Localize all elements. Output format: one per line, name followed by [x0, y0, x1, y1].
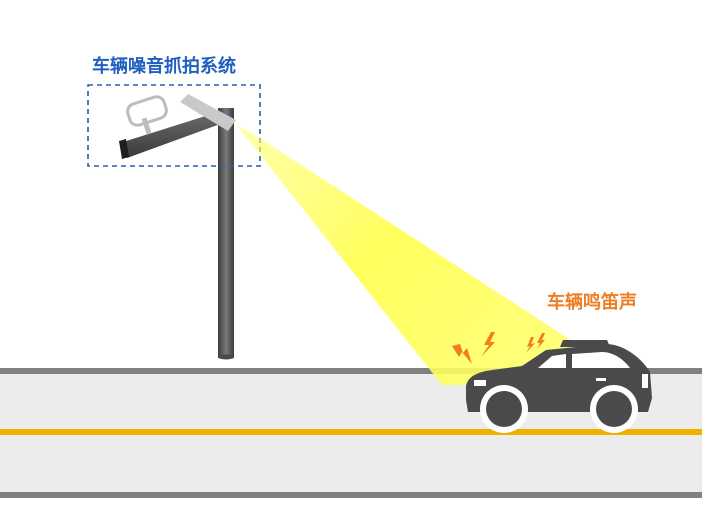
- pole-shaft: [218, 108, 234, 358]
- car-door-handle: [596, 378, 606, 381]
- car-rear-wheel: [596, 391, 632, 427]
- camera-head: [180, 94, 236, 131]
- honk-bolt-left: [452, 344, 472, 364]
- vehicle-honking-label: 车辆鸣笛声: [547, 292, 637, 313]
- road-center-line: [0, 429, 702, 435]
- honk-bolt-icon: [452, 332, 545, 364]
- car-taillight: [642, 374, 648, 388]
- microphone-head: [126, 95, 168, 127]
- honk-bolt-right-2: [537, 333, 545, 349]
- honk-bolt-right-1: [526, 337, 535, 353]
- car-windshield: [538, 354, 566, 368]
- noise-capture-camera-icon: [119, 94, 236, 159]
- capture-system-label: 车辆噪音抓拍系统: [92, 56, 236, 77]
- detection-box: [87, 84, 261, 167]
- camera-arm-end: [119, 139, 129, 159]
- car-window: [572, 352, 630, 368]
- camera-arm: [120, 113, 223, 158]
- pole-base: [218, 354, 234, 360]
- microphone-stem: [141, 117, 152, 135]
- road-top-edge: [0, 368, 702, 374]
- street-pole: [218, 108, 234, 360]
- car-front-wheel: [486, 391, 522, 427]
- sound-beam: [236, 124, 640, 385]
- car-headlight: [474, 380, 486, 386]
- road-bottom-edge: [0, 492, 702, 498]
- car-icon: [466, 340, 652, 433]
- honk-bolt-center: [481, 332, 495, 357]
